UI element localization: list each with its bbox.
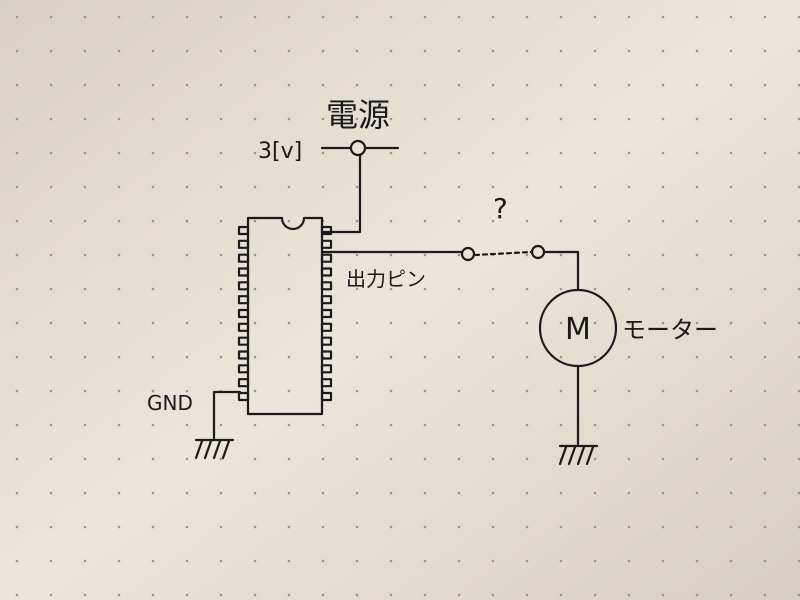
- chip-pin-left: [237, 295, 250, 305]
- motor-ground-icon: [558, 444, 599, 466]
- switch-terminal-right: [530, 244, 546, 260]
- chip-pin-left: [237, 391, 250, 402]
- chip-pin-right: [320, 322, 333, 332]
- motor-letter: M: [565, 312, 591, 347]
- chip-pin-left: [237, 225, 250, 236]
- chip-pin-left: [237, 364, 250, 374]
- chip-pin-left: [237, 308, 250, 319]
- chip-body: [246, 216, 324, 416]
- chip-pin-right: [320, 350, 333, 360]
- chip-left-pins: [237, 225, 250, 402]
- chip-pin-left: [237, 267, 250, 277]
- chip-pin-right: [320, 253, 333, 263]
- output-pin-label: 出力ピン: [346, 267, 426, 291]
- power-terminal: [349, 139, 367, 157]
- switch-terminal-left: [460, 246, 476, 262]
- chip-pin-right: [320, 308, 333, 319]
- chip-pin-right: [320, 336, 333, 346]
- motor-feed-wire: [542, 250, 580, 292]
- unknown-mark: ?: [493, 192, 508, 225]
- gnd-wire: [212, 390, 242, 440]
- switch-dashed-link: [473, 250, 533, 257]
- chip-pin-left: [237, 322, 250, 332]
- chip-pin-left: [237, 378, 250, 388]
- chip-right-pins: [320, 225, 333, 402]
- chip-pin-right: [320, 225, 333, 236]
- chip-pin-left: [237, 281, 250, 291]
- chip-pin-right: [320, 364, 333, 374]
- gnd-label: GND: [147, 391, 193, 415]
- power-label: 電源: [326, 96, 390, 134]
- chip-ground-icon: [194, 438, 235, 460]
- power-wire: [321, 153, 362, 234]
- chip-pin-left: [237, 253, 250, 263]
- chip-pin-right: [320, 281, 333, 291]
- motor-label: モーター: [622, 316, 718, 344]
- chip-pin-right: [320, 267, 333, 277]
- voltage-label: 3[v]: [258, 139, 302, 164]
- ic-chip: [237, 216, 333, 416]
- chip-pin-right: [320, 378, 333, 388]
- chip-pin-right: [320, 391, 333, 402]
- chip-pin-right: [320, 295, 333, 305]
- chip-pin-left: [237, 336, 250, 346]
- chip-pin-left: [237, 350, 250, 360]
- chip-pin-left: [237, 239, 250, 249]
- chip-pin-right: [320, 239, 333, 249]
